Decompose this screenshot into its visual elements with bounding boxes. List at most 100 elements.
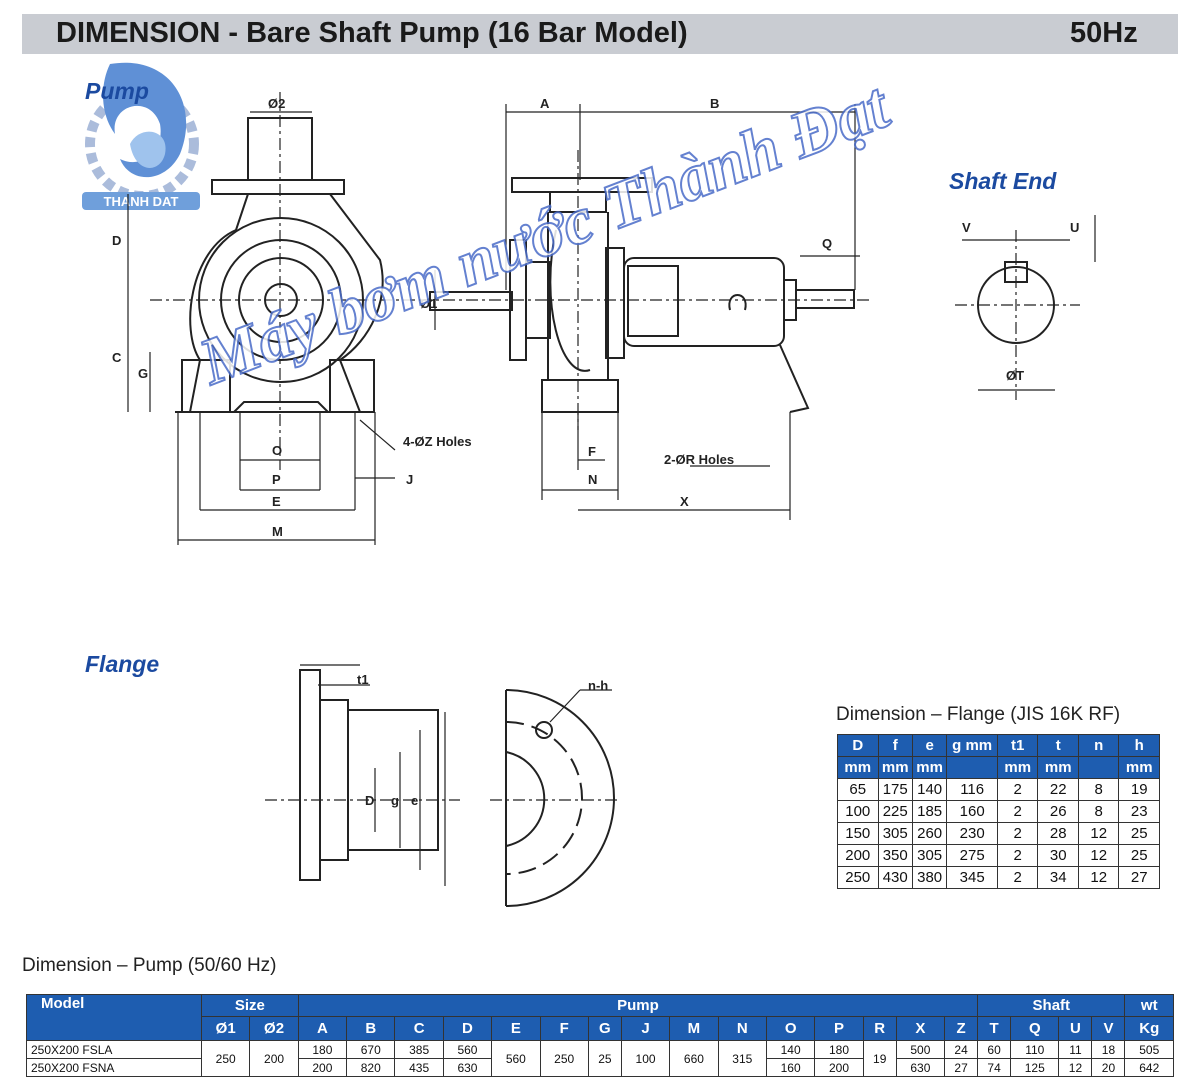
pump-col-header: X xyxy=(895,1016,946,1041)
flange-col-header: n xyxy=(1077,734,1120,757)
dim-x-label: X xyxy=(680,494,689,509)
flange-cell: 225 xyxy=(877,800,913,823)
cell-b: 670 xyxy=(346,1040,396,1059)
pump-col-header: P xyxy=(814,1016,864,1041)
flange-cell: 305 xyxy=(911,844,948,867)
flange-col-unit: mm xyxy=(996,756,1039,779)
flange-t1-label: t1 xyxy=(357,672,369,687)
dim-q-label: Q xyxy=(822,236,832,251)
dim-e-label: E xyxy=(272,494,281,509)
bearing-housing xyxy=(623,257,785,347)
pump-col-header: Ø2 xyxy=(249,1016,299,1041)
pump-col-header: T xyxy=(977,1016,1012,1041)
flange-col-header: t xyxy=(1037,734,1079,757)
pump-table-caption: Dimension – Pump (50/60 Hz) xyxy=(22,955,277,976)
flange-cell: 19 xyxy=(1118,778,1160,801)
frequency-label: 50Hz xyxy=(1070,17,1138,49)
flange-cell: 26 xyxy=(1037,800,1079,823)
cell-d: 630 xyxy=(442,1058,493,1077)
thanh-dat-logo: THANH DAT xyxy=(82,62,200,210)
flange-cell: 27 xyxy=(1118,866,1160,889)
cell-o2: 200 xyxy=(249,1040,299,1077)
r-holes-label: 2-ØR Holes xyxy=(664,452,734,467)
flange-cell: 150 xyxy=(837,822,879,845)
pump-col-header: D xyxy=(442,1016,493,1041)
flange-cell: 260 xyxy=(911,822,948,845)
flange-cell: 185 xyxy=(911,800,948,823)
flange-col-header: h xyxy=(1118,734,1160,757)
flange-cell: 345 xyxy=(946,866,998,889)
pump-col-header: U xyxy=(1058,1016,1093,1041)
cell-a: 180 xyxy=(297,1040,348,1059)
flange-col-unit: mm xyxy=(877,756,913,779)
flange-outer xyxy=(505,689,615,907)
shaft-group-header: Shaft xyxy=(977,994,1126,1017)
flange-col-unit xyxy=(946,756,998,779)
cell-kg: 642 xyxy=(1124,1058,1174,1077)
flange-cell: 350 xyxy=(877,844,913,867)
flange-cell: 25 xyxy=(1118,822,1160,845)
pump-col-header: G xyxy=(587,1016,622,1041)
dim-g-label: G xyxy=(138,366,148,381)
cell-o1: 250 xyxy=(200,1040,251,1077)
flange-cell: 230 xyxy=(946,822,998,845)
flange-cell: 25 xyxy=(1118,844,1160,867)
flange-cell: 430 xyxy=(877,866,913,889)
flange-cell: 140 xyxy=(911,778,948,801)
pump-col-header: Z xyxy=(944,1016,979,1041)
cell-g: 25 xyxy=(587,1040,622,1077)
pump-table-group-row: Model Size Pump Shaft wt xyxy=(26,994,1174,1041)
cell-b: 820 xyxy=(346,1058,396,1077)
flange-col-header: t1 xyxy=(996,734,1039,757)
shaft-end-section-label: Shaft End xyxy=(949,168,1057,194)
cell-t: 74 xyxy=(977,1058,1012,1077)
pump-group-header: Pump xyxy=(297,994,979,1017)
flange-cell: 8 xyxy=(1077,800,1120,823)
flange-cell: 2 xyxy=(996,778,1039,801)
dim-o2-label: Ø2 xyxy=(268,96,285,111)
flange-cell: 160 xyxy=(946,800,998,823)
pump-col-header: V xyxy=(1091,1016,1126,1041)
flange-section-label: Flange xyxy=(85,651,160,677)
flange-cell: 2 xyxy=(996,800,1039,823)
cell-a: 200 xyxy=(297,1058,348,1077)
cell-x: 500 xyxy=(895,1040,946,1059)
flange-cell: 23 xyxy=(1118,800,1160,823)
flange-cell: 12 xyxy=(1077,844,1120,867)
model-cell: 250X200 FSNA xyxy=(26,1058,202,1077)
flange-col-header: D xyxy=(837,734,879,757)
cell-p: 200 xyxy=(814,1058,864,1077)
pump-section-label: Pump xyxy=(85,78,149,104)
dim-c-label: C xyxy=(112,350,122,365)
flange-col-unit: mm xyxy=(837,756,879,779)
flange-nh-label: n-h xyxy=(588,678,608,693)
pump-col-header: Q xyxy=(1010,1016,1060,1041)
cell-f: 250 xyxy=(539,1040,589,1077)
dim-u-label: U xyxy=(1070,220,1079,235)
cell-kg: 505 xyxy=(1124,1040,1174,1059)
cell-d: 560 xyxy=(442,1040,493,1059)
technical-drawings: Ø2 A B D C G Ø1 Q O P E M J 4-ØZ Holes F… xyxy=(112,92,1096,907)
page-title: DIMENSION - Bare Shaft Pump (16 Bar Mode… xyxy=(56,17,688,49)
cell-q: 125 xyxy=(1010,1058,1060,1077)
pump-col-header: O xyxy=(765,1016,816,1041)
dim-d-label: D xyxy=(112,233,121,248)
size-group-header: Size xyxy=(201,994,299,1017)
dim-v-label: V xyxy=(962,220,971,235)
flange-cell: 305 xyxy=(877,822,913,845)
pump-col-header: Ø1 xyxy=(200,1016,251,1041)
pump-col-header: E xyxy=(491,1016,541,1041)
flange-cell: 12 xyxy=(1077,866,1120,889)
flange-col-unit: mm xyxy=(1037,756,1079,779)
flange-cell: 2 xyxy=(996,822,1039,845)
cell-j: 100 xyxy=(620,1040,671,1077)
pump-col-header: R xyxy=(862,1016,897,1041)
